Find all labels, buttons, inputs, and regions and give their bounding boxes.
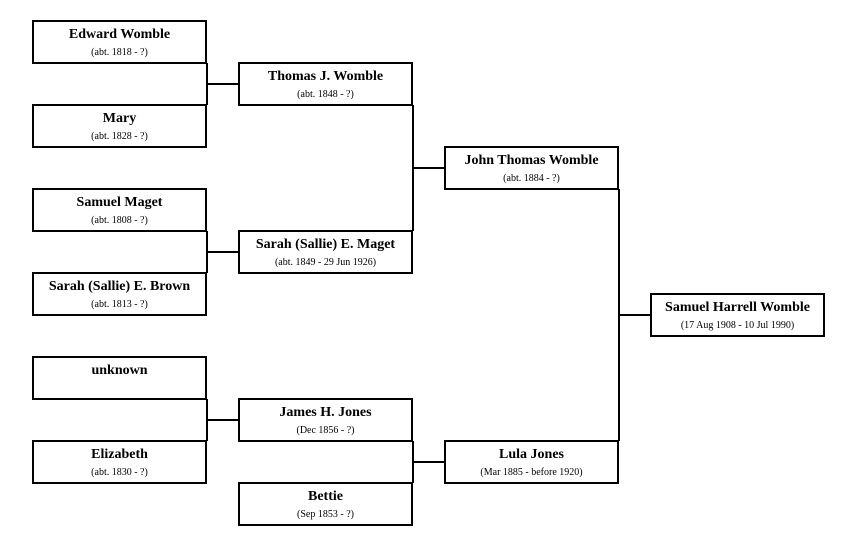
person-dates: (Sep 1853 - ?) [297, 509, 354, 520]
person-dates: (Dec 1856 - ?) [296, 425, 355, 436]
person-dates: (abt. 1828 - ?) [91, 131, 148, 142]
person-dates: (abt. 1808 - ?) [91, 215, 148, 226]
person-dates: (abt. 1849 - 29 Jun 1926) [274, 257, 377, 268]
person-box-elizabeth[interactable]: Elizabeth (abt. 1830 - ?) [32, 440, 207, 484]
person-name: Sarah (Sallie) E. Maget [255, 237, 396, 252]
person-name: Edward Womble [68, 27, 171, 42]
person-box-bettie[interactable]: Bettie (Sep 1853 - ?) [238, 482, 413, 526]
person-dates: (abt. 1884 - ?) [503, 173, 560, 184]
person-name: Thomas J. Womble [267, 69, 384, 84]
person-name: James H. Jones [279, 405, 372, 420]
person-dates: (abt. 1818 - ?) [91, 47, 148, 58]
connector-line [206, 419, 239, 421]
person-dates: (abt. 1813 - ?) [91, 299, 148, 310]
person-name: Bettie [308, 489, 343, 504]
person-dates: (abt. 1830 - ?) [91, 467, 148, 478]
person-box-james-jones[interactable]: James H. Jones (Dec 1856 - ?) [238, 398, 413, 442]
person-box-john-thomas-womble[interactable]: John Thomas Womble (abt. 1884 - ?) [444, 146, 619, 190]
person-box-samuel-maget[interactable]: Samuel Maget (abt. 1808 - ?) [32, 188, 207, 232]
person-name: Samuel Maget [76, 195, 163, 210]
person-name: Elizabeth [91, 447, 148, 462]
person-name: Sarah (Sallie) E. Brown [48, 279, 191, 294]
person-box-unknown[interactable]: unknown [32, 356, 207, 400]
person-box-thomas-womble[interactable]: Thomas J. Womble (abt. 1848 - ?) [238, 62, 413, 106]
person-name: Lula Jones [499, 447, 564, 462]
connector-line [618, 314, 651, 316]
connector-line [412, 167, 445, 169]
person-box-edward-womble[interactable]: Edward Womble (abt. 1818 - ?) [32, 20, 207, 64]
person-box-lula-jones[interactable]: Lula Jones (Mar 1885 - before 1920) [444, 440, 619, 484]
connector-line [206, 83, 239, 85]
person-name: Samuel Harrell Womble [665, 300, 810, 315]
person-dates: (Mar 1885 - before 1920) [480, 467, 583, 478]
person-name: John Thomas Womble [464, 153, 599, 168]
person-name: unknown [91, 363, 148, 378]
person-box-sarah-maget[interactable]: Sarah (Sallie) E. Maget (abt. 1849 - 29 … [238, 230, 413, 274]
person-dates: (17 Aug 1908 - 10 Jul 1990) [680, 320, 795, 331]
person-name: Mary [102, 111, 137, 126]
person-box-sarah-brown[interactable]: Sarah (Sallie) E. Brown (abt. 1813 - ?) [32, 272, 207, 316]
person-box-samuel-harrell-womble[interactable]: Samuel Harrell Womble (17 Aug 1908 - 10 … [650, 293, 825, 337]
connector-line [206, 251, 239, 253]
connector-line [412, 461, 445, 463]
person-dates: (abt. 1848 - ?) [297, 89, 354, 100]
person-box-mary[interactable]: Mary (abt. 1828 - ?) [32, 104, 207, 148]
